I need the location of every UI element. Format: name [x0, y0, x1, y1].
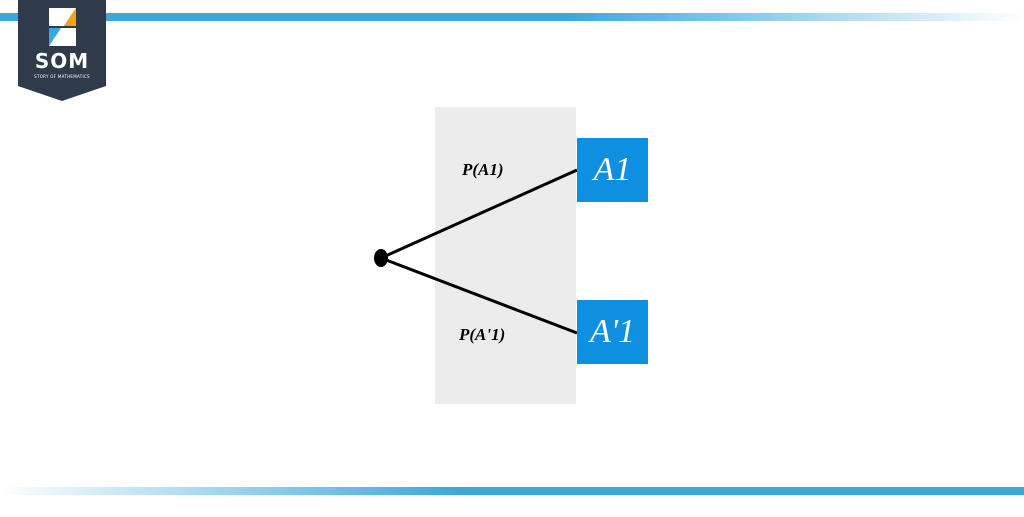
top-accent-bar — [0, 13, 1024, 21]
root-node — [374, 249, 388, 267]
outcome-label-lower: A'1 — [589, 313, 636, 350]
probability-panel — [435, 107, 576, 404]
logo-name: SOM — [34, 49, 90, 73]
logo-tagline: STORY OF MATHEMATICS — [34, 74, 90, 79]
logo-mark-icon — [49, 8, 76, 46]
branch-probability-lower: P(A'1) — [459, 325, 506, 344]
bottom-accent-bar — [0, 487, 1024, 495]
outcome-node-upper: A1 — [577, 138, 648, 202]
branch-probability-upper: P(A1) — [462, 160, 504, 179]
som-logo: SOM STORY OF MATHEMATICS — [18, 0, 106, 101]
branch-line-lower — [380, 256, 578, 335]
outcome-label-upper: A1 — [593, 151, 632, 188]
branch-line-upper — [380, 168, 578, 260]
outcome-node-lower: A'1 — [577, 300, 648, 364]
